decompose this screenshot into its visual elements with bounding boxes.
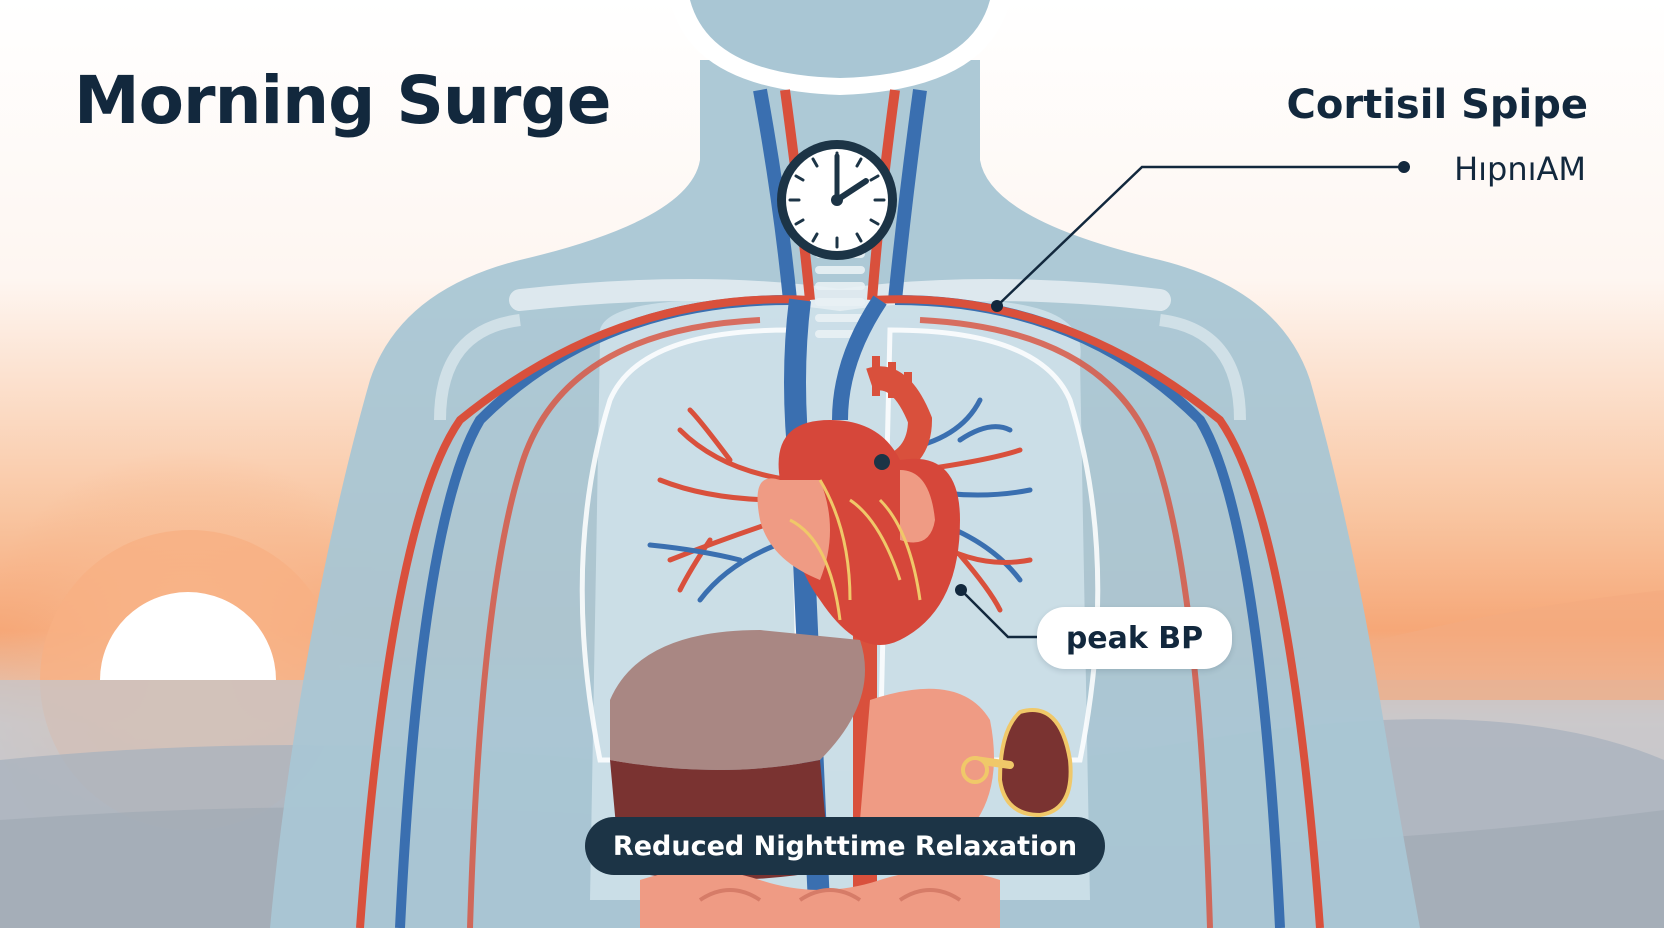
sun-icon [100,592,276,680]
callout-subtitle: HıpnıAM [1454,150,1586,188]
callout-title: Cortisil Spipe [1286,82,1588,128]
callout-leader-top [991,161,1410,312]
peak-bp-label: peak BP [1037,607,1232,669]
diagram-title: Morning Surge [74,62,611,139]
heart-icon [757,356,960,645]
bottom-caption-label: Reduced Nighttime Relaxation [585,817,1105,875]
callout-leader-heart [955,584,1037,639]
clock-icon [777,140,897,260]
kidney-icon [961,708,1073,818]
